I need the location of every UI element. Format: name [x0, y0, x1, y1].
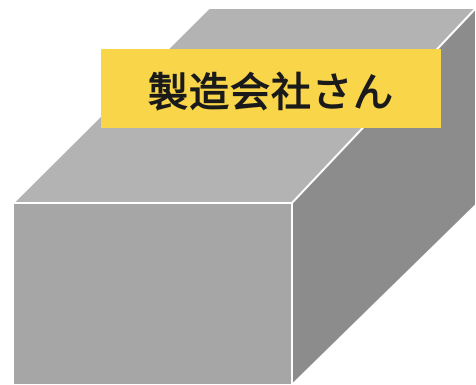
- box-front-face: [12, 202, 293, 385]
- company-label: 製造会社さん: [148, 69, 394, 116]
- label-background: [101, 49, 441, 128]
